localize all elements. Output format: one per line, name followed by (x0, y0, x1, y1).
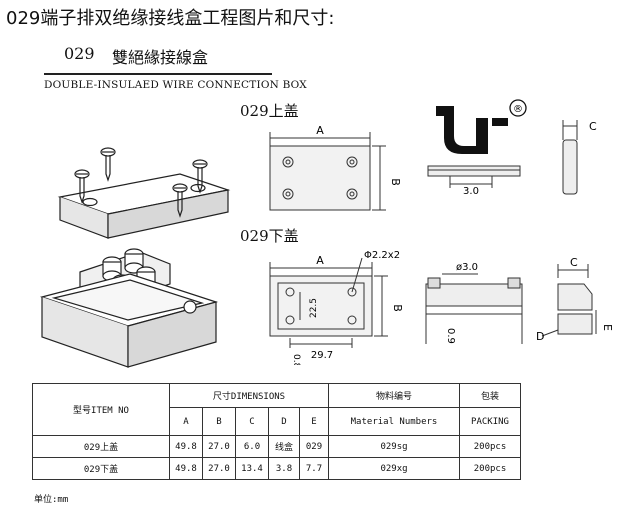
table-row: 029上盖 49.8 27.0 6.0 线盒 029 029sg 200pcs (32, 435, 521, 458)
dim-e-label: E (601, 324, 614, 331)
row-value: 线盒 (268, 435, 300, 458)
row-material: 029xg (328, 457, 460, 480)
dim-b-label: B (389, 178, 402, 186)
header-packing: 包装 (459, 383, 521, 408)
header-col-e: E (299, 407, 329, 436)
row-model: 029上盖 (32, 435, 170, 458)
header-dimensions: 尺寸DIMENSIONS (169, 383, 329, 408)
section-label-upper: 029上盖 (240, 102, 299, 120)
screw-icon (100, 147, 116, 182)
spec-table: 型号ITEM NO 尺寸DIMENSIONS 物料编号 包装 A B C D E… (32, 383, 521, 480)
dim-hole-spacing-v: 22.5 (309, 298, 319, 318)
registered-mark: ® (513, 104, 523, 115)
exploded-view-illustration (39, 147, 231, 368)
dim-d-label: D (536, 330, 544, 343)
dim-b-label-lower: B (391, 304, 404, 312)
header-col-d: D (268, 407, 300, 436)
row-value: 49.8 (169, 457, 203, 480)
row-packing: 200pcs (459, 457, 521, 480)
header-material-en: Material Numbers (328, 407, 460, 436)
header-col-a: A (169, 407, 203, 436)
dim-wall-label: 0.8 (291, 354, 301, 365)
brand-logo: ® (436, 99, 527, 154)
dim-a-label-lower: A (316, 254, 324, 267)
table-row: 029下盖 49.8 27.0 13.4 3.8 7.7 029xg 200pc… (32, 457, 521, 480)
row-value: 49.8 (169, 435, 203, 458)
row-value: 27.0 (202, 435, 236, 458)
header-col-b: B (202, 407, 236, 436)
page-title: 029端子排双绝缘接线盒工程图片和尺寸: (6, 8, 335, 29)
dim-c-label-upper: C (589, 120, 597, 133)
brand-divider (44, 73, 272, 75)
lower-cover-side-view: ø3.0 0.9 (425, 262, 523, 344)
upper-cover-plan-view: A B (269, 124, 402, 211)
row-value: 7.7 (299, 457, 329, 480)
dim-hole-spacing-h: 29.7 (311, 350, 333, 361)
header-packing-en: PACKING (459, 407, 521, 436)
brand-model: 029 (64, 44, 95, 63)
dim-lower-side: 0.9 (445, 328, 456, 344)
dim-c-label-lower: C (570, 256, 578, 269)
row-value: 029 (299, 435, 329, 458)
row-material: 029sg (328, 435, 460, 458)
lower-cover-plan-view: A Φ2.2x2 22.5 29.7 0.8 B (269, 250, 404, 365)
unit-note: 单位:mm (34, 495, 69, 505)
upper-cover-end-view: C (562, 120, 597, 195)
header-model: 型号ITEM NO (32, 383, 170, 436)
dim-a-label: A (316, 124, 324, 137)
dim-lower-depth: ø3.0 (456, 262, 478, 273)
row-model: 029下盖 (32, 457, 170, 480)
row-value: 6.0 (235, 435, 269, 458)
row-value: 3.8 (268, 457, 300, 480)
row-value: 27.0 (202, 457, 236, 480)
row-value: 13.4 (235, 457, 269, 480)
brand-name-cn: 雙絕緣接線盒 (112, 48, 209, 67)
header-material: 物料编号 (328, 383, 460, 408)
brand-name-en: DOUBLE-INSULAED WIRE CONNECTION BOX (44, 79, 307, 91)
lower-cover-end-view: C D E (536, 256, 614, 343)
section-label-lower: 029下盖 (240, 227, 299, 245)
upper-cover-side-view: 3.0 (427, 165, 521, 197)
dim-upper-depth: 3.0 (463, 186, 479, 197)
row-packing: 200pcs (459, 435, 521, 458)
header-col-c: C (235, 407, 269, 436)
dim-hole-label: Φ2.2x2 (364, 250, 400, 261)
